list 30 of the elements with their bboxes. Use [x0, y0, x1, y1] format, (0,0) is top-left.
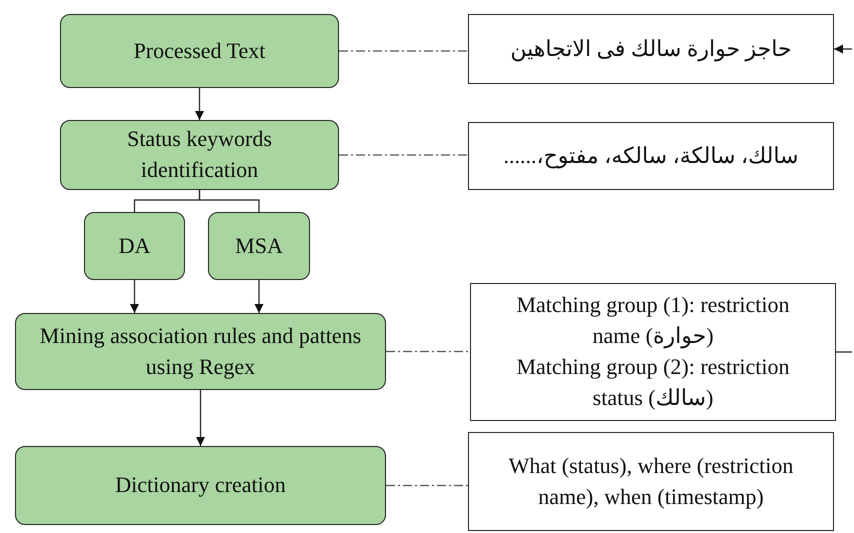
process-box	[15, 313, 386, 390]
node-text: حاجز حوارة سالك فى الاتجاهين	[510, 34, 792, 64]
process-box	[208, 212, 310, 280]
process-box	[84, 212, 185, 280]
node-text: Mining association rules and pattens using Regex	[38, 322, 362, 381]
node-text: Matching group (2): restriction status (سالك)	[515, 353, 791, 412]
node-text: MSA	[235, 232, 283, 260]
dash-dot-connector	[386, 350, 470, 352]
arrow	[254, 280, 264, 313]
process-box	[60, 14, 339, 88]
node-text: Dictionary creation	[115, 471, 286, 500]
arrow	[130, 280, 139, 313]
node-text: Processed Text	[134, 36, 266, 65]
node-text: Matching group (1): restriction name (حوارة)	[515, 291, 791, 350]
example-box	[470, 283, 836, 421]
dash-dot-connector	[386, 484, 468, 486]
arrow	[834, 44, 852, 54]
dash-dot-connector	[339, 50, 468, 52]
example-box	[468, 122, 834, 190]
process-box	[60, 120, 339, 190]
arrow	[195, 88, 204, 120]
node-text: سالك، سالكة، سالكه، مفتوح،......	[504, 142, 798, 170]
arrow	[196, 390, 205, 446]
node-text: DA	[118, 232, 150, 260]
node-text: Status keywords identification	[126, 125, 273, 184]
process-box	[15, 446, 386, 525]
example-box	[468, 14, 834, 84]
dash-dot-connector	[339, 154, 468, 156]
example-box	[468, 432, 834, 531]
node-text: What (status), where (restriction name), when (timestamp)	[508, 452, 794, 511]
